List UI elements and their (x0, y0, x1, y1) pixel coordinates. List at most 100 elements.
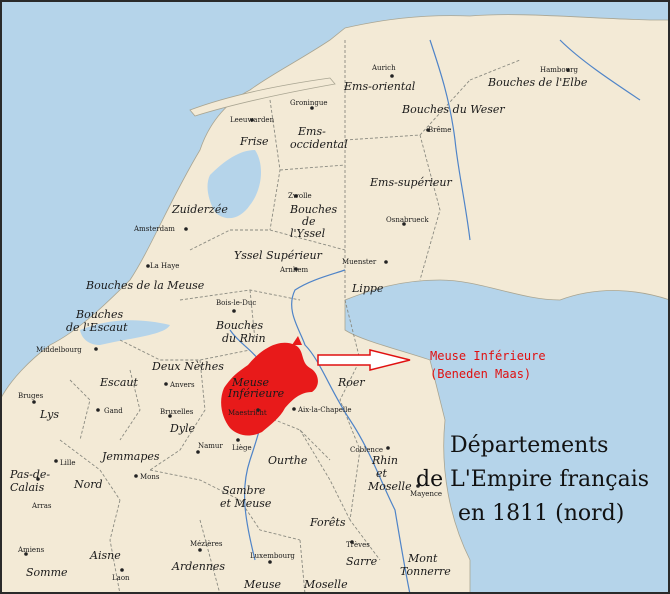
city-marker (54, 459, 58, 463)
river-weser (429, 39, 471, 241)
dept-label-bouches-yssel-3: l'Yssel (290, 227, 326, 240)
city-label-middelbourg: Middelbourg (36, 346, 82, 354)
city-marker (294, 267, 298, 271)
city-marker (32, 400, 36, 404)
callout-line-2: (Beneden Maas) (430, 367, 531, 381)
city-marker (402, 222, 406, 226)
dept-label-frise: Frise (239, 135, 269, 148)
city-label-liege: Liège (232, 444, 252, 452)
dept-label-bouches-yssel-2: de (302, 215, 316, 228)
city-marker (94, 347, 98, 351)
dept-label-pas-de-calais: Pas-de- (9, 468, 50, 481)
dept-label-aisne: Aisne (89, 549, 121, 562)
city-marker (232, 309, 236, 313)
callout-arrow (317, 349, 411, 371)
city-label-arnhem: Arnhem (279, 266, 309, 274)
city-label-maestricht: Maestricht (228, 409, 267, 417)
dept-label-escaut: Escaut (99, 376, 138, 389)
city-marker (566, 68, 570, 72)
map-title-line-2: de L'Empire français (416, 467, 649, 492)
dept-label-forets: Forêts (309, 516, 346, 529)
dept-label-ems-oriental: Ems-oriental (343, 80, 416, 93)
city-label-groningue: Groningue (290, 99, 328, 107)
city-marker (292, 407, 296, 411)
city-label-namur: Namur (198, 442, 223, 450)
dept-label-deux-nethes: Deux Nèthes (151, 360, 224, 373)
city-marker (390, 74, 394, 78)
city-marker (96, 408, 100, 412)
city-label-laon: Laon (112, 574, 130, 582)
city-marker (350, 540, 354, 544)
dept-label-bouches-rhin-2: du Rhin (222, 332, 266, 345)
dept-label-ourthe: Ourthe (268, 454, 308, 467)
dept-label-nord: Nord (73, 478, 103, 491)
city-label-aurich: Aurich (371, 64, 396, 72)
city-marker (134, 474, 138, 478)
city-marker (196, 450, 200, 454)
city-marker (198, 548, 202, 552)
dept-label-pas-de-calais-2: Calais (10, 481, 45, 494)
dept-label-ems-occidental: Ems- (297, 125, 326, 138)
dept-label-bouches-elbe: Bouches de l'Elbe (487, 76, 588, 89)
city-marker (24, 552, 28, 556)
dept-label-bouches-weser: Bouches du Weser (401, 103, 505, 116)
dept-label-bouches-meuse: Bouches de la Meuse (85, 279, 205, 292)
city-label-luxembourg: Luxembourg (250, 552, 295, 560)
city-marker (236, 438, 240, 442)
city-marker (146, 264, 150, 268)
dept-label-ems-occidental-2: occidental (290, 138, 348, 151)
city-marker (426, 128, 430, 132)
city-marker (310, 106, 314, 110)
dept-label-ardennes: Ardennes (171, 560, 225, 573)
city-marker (256, 408, 260, 412)
river-elbe (559, 39, 641, 101)
dept-label-zuiderzee: Zuiderzée (171, 203, 228, 216)
dept-label-sambre-meuse: Sambre (222, 484, 266, 497)
city-label-bruxelles: Bruxelles (160, 408, 194, 416)
city-label-muenster: Muenster (342, 258, 377, 266)
dept-label-lippe: Lippe (351, 282, 384, 295)
dept-label-roer: Roer (337, 376, 365, 389)
scheldt-estuary (80, 320, 170, 345)
callout-line-1: Meuse Inférieure (430, 349, 546, 363)
city-marker (184, 227, 188, 231)
map-title-line-3: en 1811 (nord) (458, 501, 624, 526)
city-label-breme: Brême (428, 126, 451, 134)
dept-label-dyle: Dyle (169, 422, 196, 435)
dept-label-sambre-meuse-2: et Meuse (220, 497, 272, 510)
city-label-mayence: Mayence (410, 490, 442, 498)
meuse-inferieure-region[interactable] (221, 342, 318, 436)
dept-label-meuse-inferieure-2: Inférieure (227, 387, 285, 400)
dept-label-rhin-moselle: Rhin (371, 454, 398, 467)
dept-label-mont-tonnerre-2: Tonnerre (400, 565, 451, 578)
city-label-la-haye: La Haye (150, 262, 179, 270)
dept-label-rhin-moselle-3: Moselle (367, 480, 412, 493)
city-label-zwolle: Zwolle (288, 192, 312, 200)
city-marker (168, 414, 172, 418)
city-label-bruges: Bruges (18, 392, 44, 400)
city-marker (416, 484, 420, 488)
meuse-inferieure-tip (292, 336, 302, 345)
city-label-lille: Lille (60, 459, 76, 467)
dept-label-meuse-inferieure: Meuse (231, 376, 270, 389)
city-label-osnabrueck: Osnabrueck (386, 216, 429, 224)
city-marker (294, 194, 298, 198)
city-label-arras: Arras (31, 502, 52, 510)
city-label-mons: Mons (140, 473, 160, 481)
dept-label-jemmapes: Jemmapes (100, 450, 160, 463)
dept-label-meuse: Meuse (243, 578, 282, 591)
map-title-line-1: Départements (450, 433, 608, 458)
dept-label-ems-superieur: Ems-supérieur (369, 176, 452, 189)
city-label-bois-le-duc: Bois-le-Duc (216, 299, 256, 307)
city-marker (384, 260, 388, 264)
city-marker (268, 560, 272, 564)
city-label-anvers: Anvers (169, 381, 195, 389)
dept-label-lys: Lys (39, 408, 59, 421)
city-markers (24, 68, 570, 572)
dept-label-bouches-escaut-2: de l'Escaut (66, 321, 128, 334)
city-label-gand: Gand (104, 407, 123, 415)
city-label-mezieres: Mézières (190, 540, 223, 548)
